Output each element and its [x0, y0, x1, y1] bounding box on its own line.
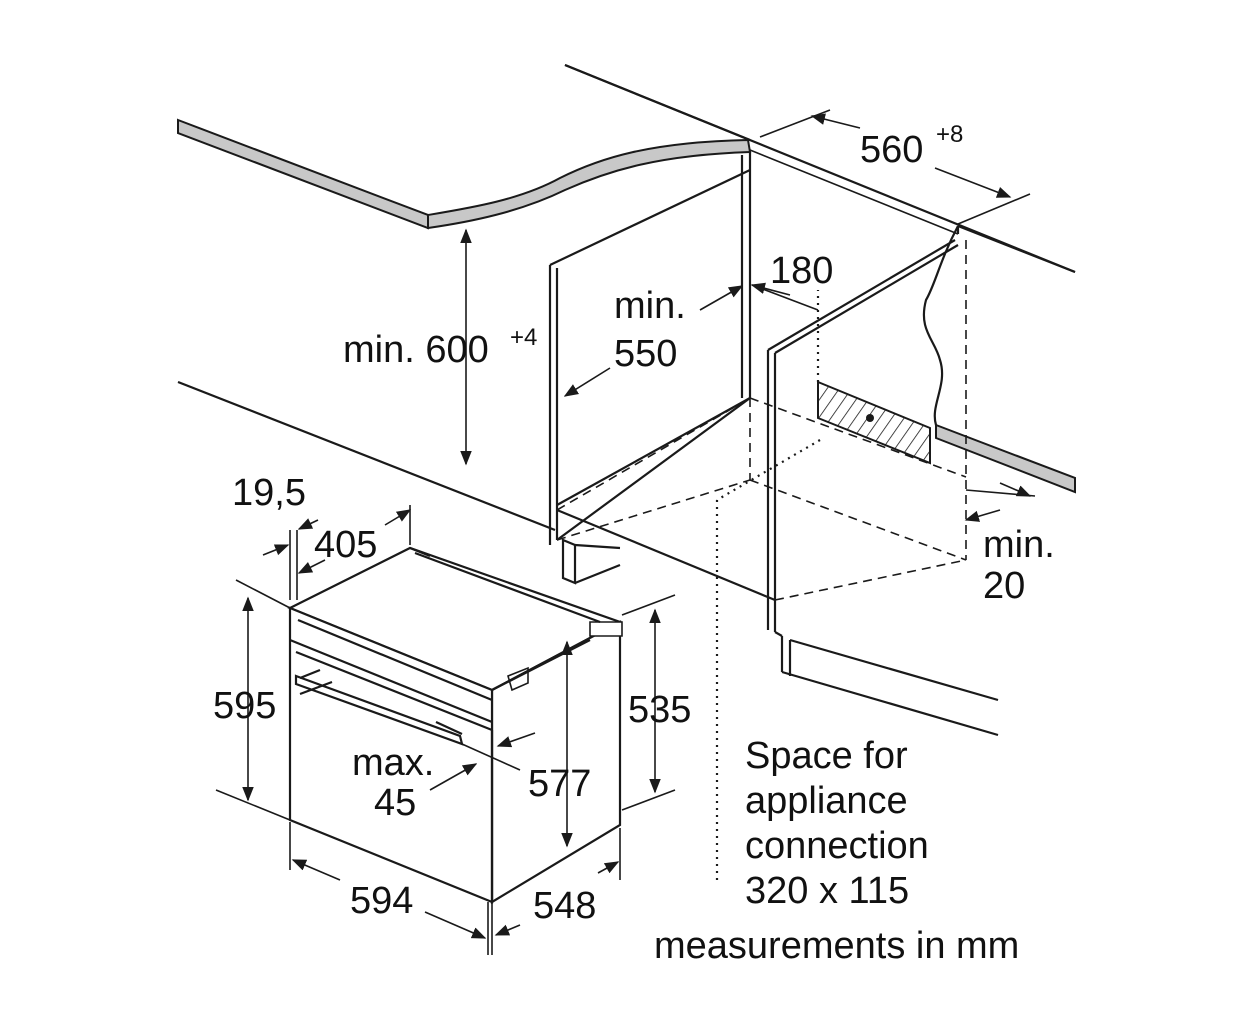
gap-min-line1: min.	[983, 524, 1055, 566]
top-depth-label: 405	[314, 524, 377, 566]
worktop	[177, 63, 752, 230]
niche-width-label: 560	[860, 129, 923, 171]
connection-note-line3: connection	[745, 825, 929, 867]
handle-max-line1: max.	[352, 742, 434, 784]
back-wall	[177, 63, 1076, 532]
inner-height-label: 577	[528, 763, 591, 805]
niche-outline	[556, 240, 967, 601]
width-label: 594	[350, 880, 413, 922]
cabinet-left-panel	[548, 150, 776, 602]
niche-width-tolerance: +8	[936, 121, 963, 148]
dimension-labels: 560 +8 min. 600 +4 min. 550 180 min. 20 …	[213, 121, 1055, 927]
cutout-depth-label: 180	[770, 250, 833, 292]
depth-label: 548	[533, 885, 596, 927]
depth-min-line2: 550	[614, 333, 677, 375]
worktop-right	[922, 224, 1076, 494]
niche-height-label: min. 600	[343, 329, 489, 371]
connection-area	[715, 290, 931, 885]
connection-note-line4: 320 x 115	[745, 870, 909, 912]
gap-min-line2: 20	[983, 565, 1025, 607]
oven	[287, 546, 623, 904]
units-note: measurements in mm	[654, 925, 1019, 967]
front-offset-label: 19,5	[232, 472, 306, 514]
height-label: 595	[213, 685, 276, 727]
connection-note-line1: Space for	[745, 735, 908, 777]
dimension-lines	[215, 109, 1036, 955]
cabinet-right-panel	[766, 239, 999, 737]
notes: Space for appliance connection 320 x 115…	[654, 735, 1019, 967]
depth-min-line1: min.	[614, 285, 686, 327]
handle-max-line2: 45	[374, 782, 416, 824]
body-height-label: 535	[628, 689, 691, 731]
connection-note-line2: appliance	[745, 780, 908, 822]
niche-height-tolerance: +4	[510, 324, 537, 351]
